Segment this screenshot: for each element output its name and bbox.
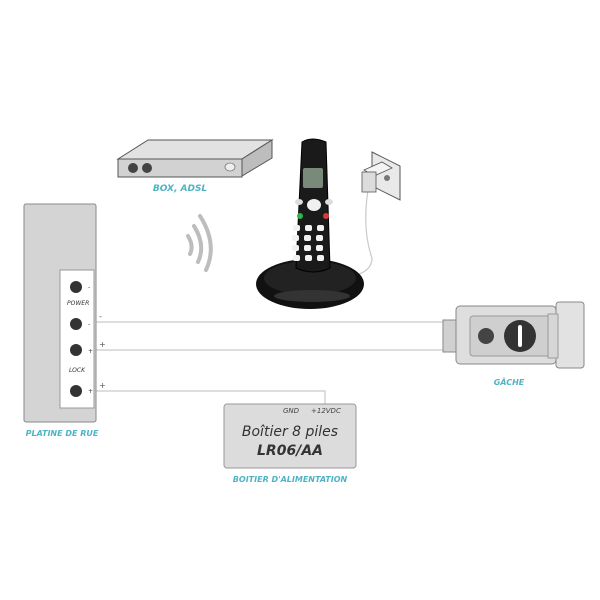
- battery-box: [223, 403, 357, 469]
- plate-sign-2: -: [88, 321, 90, 328]
- wire-phone-adapter: [351, 189, 373, 277]
- cordless-phone: [256, 138, 364, 309]
- plate-sign-4: +: [88, 388, 93, 395]
- wire-sign-minus: -: [99, 312, 102, 321]
- power-adapter: [361, 151, 401, 201]
- wire-sign-plus-1: +: [99, 340, 106, 349]
- wireless-signal-icon: [186, 214, 213, 272]
- adsl-box: [116, 139, 274, 178]
- terminal-lock-minus: [70, 344, 82, 356]
- plate-sign-3: +: [88, 348, 93, 355]
- plate-power-label: POWER: [67, 300, 89, 307]
- boitier-alim-label: BOITIER D'ALIMENTATION: [233, 475, 348, 484]
- battery-title: Boîtier 8 piles: [242, 424, 338, 440]
- terminal-power-plus: [70, 318, 82, 330]
- street-plate: [23, 203, 97, 423]
- terminal-power-minus: [70, 281, 82, 293]
- battery-12vdc-label: +12VDC: [311, 407, 341, 415]
- platine-label: PLATINE DE RUE: [26, 429, 99, 438]
- wire-lock-plus: [94, 390, 326, 404]
- battery-model: LR06/AA: [257, 443, 323, 459]
- terminal-lock-plus: [70, 385, 82, 397]
- wires: [94, 189, 444, 404]
- battery-gnd-label: GND: [283, 407, 300, 415]
- box-adsl-label: BOX, ADSL: [153, 184, 208, 194]
- wire-sign-plus-2: +: [99, 381, 106, 390]
- plate-sign-1: -: [88, 284, 90, 291]
- gache-label: GÂCHE: [494, 377, 525, 387]
- plate-lock-label: LOCK: [69, 367, 86, 374]
- electric-strike: [442, 301, 585, 369]
